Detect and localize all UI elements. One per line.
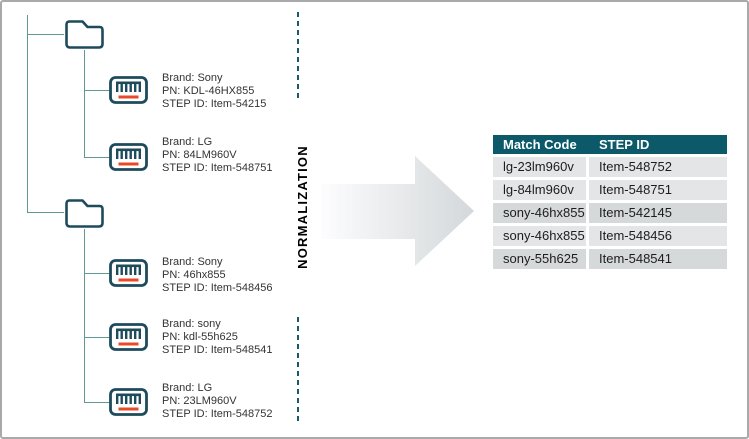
separator-dashed-line <box>297 317 299 422</box>
step-id-cell: Item-548541 <box>589 249 727 269</box>
table-header-match-code: Match Code <box>503 137 577 152</box>
item-brand: Brand: LG <box>162 136 213 148</box>
table-header-row: Match Code STEP ID <box>493 135 727 154</box>
match-code-cell: sony-46hx855 <box>493 226 586 246</box>
tree-branch-line <box>84 157 109 158</box>
item-barcode-icon <box>109 323 148 356</box>
match-code-cell: sony-55h625 <box>493 249 586 269</box>
item-label: Brand: LG PN: 23LM960V STEP ID: Item-548… <box>162 382 272 421</box>
item-barcode-icon <box>109 76 148 109</box>
step-id-cell: Item-548752 <box>589 157 727 177</box>
normalization-arrow <box>321 156 474 271</box>
separator-dashed-line <box>297 12 299 102</box>
item-brand: Brand: LG <box>162 382 213 394</box>
item-label: Brand: Sony PN: KDL-46HX855 STEP ID: Ite… <box>162 72 266 111</box>
item-pn: PN: 23LM960V <box>162 395 237 407</box>
item-barcode-icon <box>109 259 148 292</box>
step-id-cell: Item-548751 <box>589 180 727 200</box>
item-step-id: STEP ID: Item-54215 <box>162 98 267 110</box>
tree-branch-line <box>84 90 109 91</box>
tree-branch-line <box>27 34 64 35</box>
table-row: lg-84lm960v Item-548751 <box>493 180 727 200</box>
tree-branch-line <box>84 273 109 274</box>
item-step-id: STEP ID: Item-548751 <box>162 162 273 174</box>
item-step-id: STEP ID: Item-548456 <box>162 282 273 294</box>
match-code-cell: lg-23lm960v <box>493 157 586 177</box>
normalization-label: NORMALIZATION <box>295 145 310 269</box>
item-barcode-icon <box>109 143 148 176</box>
tree-stem-line <box>84 50 85 157</box>
item-label: Brand: LG PN: 84LM960V STEP ID: Item-548… <box>162 136 272 175</box>
folder-icon <box>64 197 105 235</box>
table-row: sony-46hx855 Item-548456 <box>493 226 727 246</box>
item-pn: PN: kdl-55h625 <box>162 331 238 343</box>
item-step-id: STEP ID: Item-548752 <box>162 408 273 420</box>
item-pn: PN: 46hx855 <box>162 269 226 281</box>
folder-icon <box>64 18 105 56</box>
tree-trunk-line <box>27 15 28 212</box>
match-code-cell: lg-84lm960v <box>493 180 586 200</box>
item-label: Brand: sony PN: kdl-55h625 STEP ID: Item… <box>162 318 272 357</box>
step-id-cell: Item-548456 <box>589 226 727 246</box>
table-row: sony-55h625 Item-548541 <box>493 249 727 269</box>
item-brand: Brand: Sony <box>162 72 223 84</box>
tree-stem-line <box>84 229 85 402</box>
item-barcode-icon <box>109 388 148 421</box>
item-step-id: STEP ID: Item-548541 <box>162 344 273 356</box>
item-brand: Brand: Sony <box>162 256 223 268</box>
item-pn: PN: KDL-46HX855 <box>162 85 255 97</box>
tree-branch-line <box>84 337 109 338</box>
table-row: lg-23lm960v Item-548752 <box>493 157 727 177</box>
table-header-step-id: STEP ID <box>599 137 650 152</box>
table-row: sony-46hx855 Item-542145 <box>493 203 727 223</box>
match-code-cell: sony-46hx855 <box>493 203 586 223</box>
item-label: Brand: Sony PN: 46hx855 STEP ID: Item-54… <box>162 256 272 295</box>
tree-branch-line <box>27 212 64 213</box>
match-code-table: Match Code STEP ID lg-23lm960v Item-5487… <box>493 135 727 269</box>
item-brand: Brand: sony <box>162 318 221 330</box>
tree-branch-line <box>84 402 109 403</box>
step-id-cell: Item-542145 <box>589 203 727 223</box>
item-pn: PN: 84LM960V <box>162 149 237 161</box>
